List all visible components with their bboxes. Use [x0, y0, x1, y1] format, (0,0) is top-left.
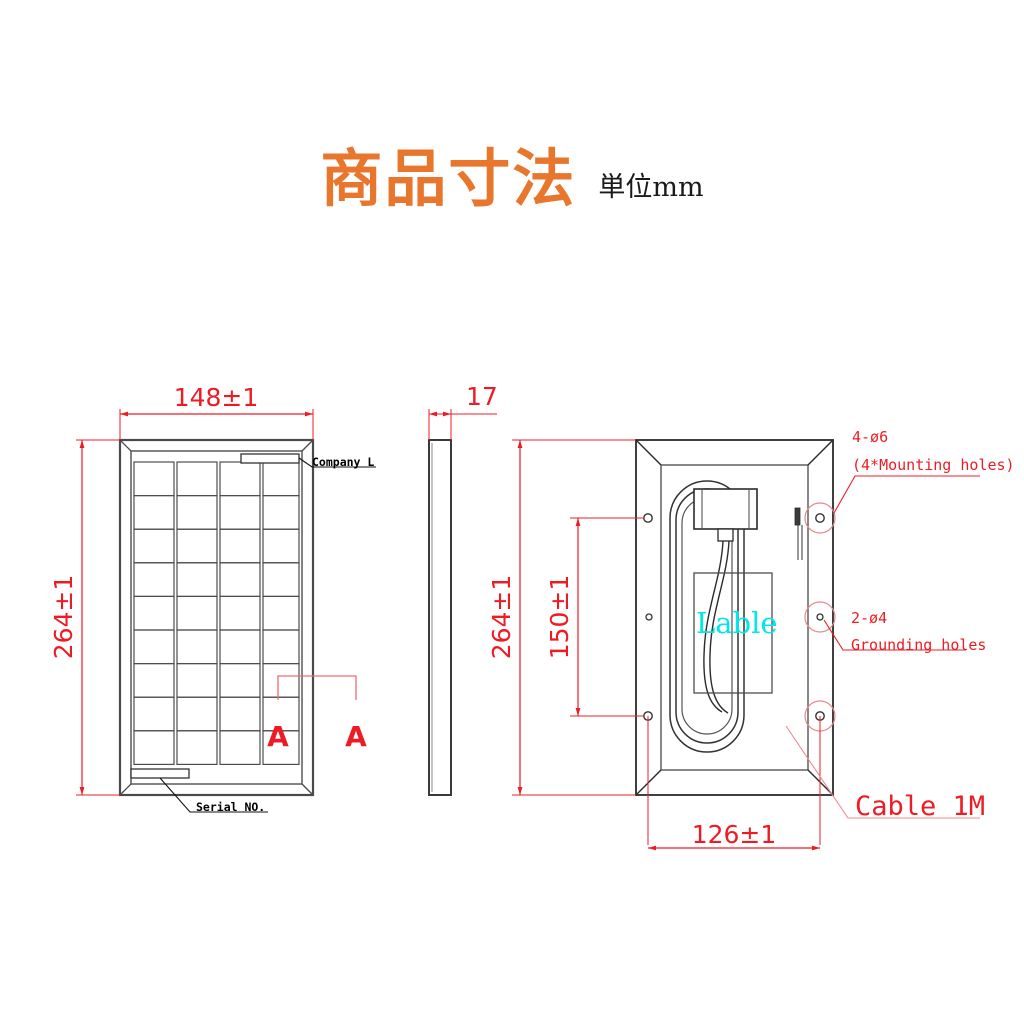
- mounting-hole-callout-circle: [804, 502, 836, 534]
- cable-note-text: Cable 1M: [855, 791, 985, 822]
- cable-run: [703, 540, 730, 714]
- solar-cell: [219, 461, 261, 497]
- grounding-holes-note-line1: 2-ø4: [851, 609, 887, 627]
- serial-no-sticker: [130, 768, 190, 779]
- solar-cell: [219, 528, 261, 564]
- solar-cell: [262, 461, 300, 497]
- back-view: Lable: [487, 428, 1015, 851]
- dimension-front-width: 148±1: [119, 383, 314, 440]
- side-view: 17: [428, 382, 498, 796]
- mounting-holes-note: 4-ø6 (4*Mounting holes): [833, 428, 1015, 514]
- solar-cell: [219, 562, 261, 597]
- company-label-sticker: [240, 453, 300, 464]
- miter-corner-br: [301, 783, 314, 796]
- solar-cell: [262, 629, 300, 665]
- solar-cell: [133, 528, 175, 564]
- solar-cell: [133, 730, 175, 765]
- solar-cell: [133, 495, 175, 530]
- company-label-leader: [298, 457, 376, 468]
- mounting-hole: [643, 513, 653, 523]
- cable-note-leader: [785, 725, 980, 819]
- label-text: Lable: [696, 606, 778, 640]
- dimension-back-hole-span-horizontal: 126±1: [647, 716, 821, 851]
- solar-cell: [219, 629, 261, 665]
- section-mark-left: A: [267, 720, 289, 753]
- solar-cell: [176, 461, 218, 497]
- solar-cell: [133, 696, 175, 732]
- company-label-text: Company L: [312, 455, 374, 469]
- dimension-front-width-text: 148±1: [174, 383, 259, 412]
- serial-no-text: Serial NO.: [196, 800, 265, 814]
- solar-cell: [133, 562, 175, 597]
- solar-cell: [219, 595, 261, 631]
- solar-cell: [176, 696, 218, 732]
- mounting-holes-note-line1: 4-ø6: [852, 428, 888, 446]
- miter-corner-tl: [119, 439, 132, 452]
- grounding-holes-note-leader: [823, 619, 966, 651]
- grounding-holes-note: 2-ø4 Grounding holes: [823, 609, 986, 654]
- side-profile-outline: [428, 439, 452, 796]
- solar-cell: [262, 562, 300, 597]
- solar-cell: [176, 595, 218, 631]
- dimension-back-height-text: 264±1: [487, 575, 516, 660]
- cable-clamp: [794, 507, 803, 560]
- solar-cell: [262, 595, 300, 631]
- section-marks: A A: [267, 675, 367, 753]
- grounding-hole: [645, 613, 653, 621]
- dimension-side-thickness: 17: [428, 382, 498, 440]
- solar-cell: [176, 562, 218, 597]
- solar-cell: [262, 662, 300, 698]
- front-panel-outer-frame: [118, 438, 315, 797]
- junction-box-gland: [717, 528, 734, 542]
- solar-cell: [133, 662, 175, 698]
- title-unit-note: 単位mm: [598, 172, 704, 203]
- solar-cell: [262, 730, 300, 765]
- dimension-back-hole-span-vertical-text: 150±1: [545, 575, 574, 660]
- front-panel-inner-frame: [130, 450, 303, 785]
- solar-cell: [133, 595, 175, 631]
- dimension-back-height: 264±1: [487, 439, 636, 796]
- solar-cell: [176, 495, 218, 530]
- grounding-hole-callout-circle: [804, 601, 836, 633]
- back-miter-corner-tr: [807, 439, 834, 466]
- dimension-side-thickness-text: 17: [466, 382, 498, 411]
- grounding-holes-note-line2: Grounding holes: [851, 636, 986, 654]
- mounting-hole: [815, 513, 825, 523]
- mounting-holes-note-leader: [833, 475, 980, 514]
- cable-note: Cable 1M: [785, 725, 985, 822]
- solar-cell: [219, 696, 261, 732]
- solar-cell: [176, 629, 218, 665]
- grounding-hole: [816, 613, 824, 621]
- dimension-front-height: 264±1: [49, 439, 120, 796]
- miter-corner-tr: [301, 439, 314, 452]
- solar-cell: [262, 528, 300, 564]
- back-miter-corner-tl: [635, 439, 662, 466]
- solar-cell: [262, 495, 300, 530]
- solar-cell: [133, 461, 175, 497]
- front-view: Company L Serial NO. 148±1 26: [49, 383, 376, 814]
- back-panel-inner-frame: [660, 464, 809, 771]
- junction-box: [693, 488, 758, 542]
- solar-cell: [133, 629, 175, 665]
- solar-cell: [176, 730, 218, 765]
- section-mark-right: A: [345, 720, 367, 753]
- solar-cell: [176, 528, 218, 564]
- dimension-front-height-text: 264±1: [49, 575, 78, 660]
- solar-cell-grid: [133, 461, 300, 765]
- page-title: 商品寸法: [320, 142, 577, 215]
- serial-no-leader: [159, 777, 268, 813]
- mounting-holes-note-line2: (4*Mounting holes): [852, 456, 1015, 474]
- dimension-back-hole-span-horizontal-text: 126±1: [692, 820, 777, 849]
- solar-cell: [219, 662, 261, 698]
- solar-cell: [219, 730, 261, 765]
- miter-corner-bl: [119, 783, 132, 796]
- label-rectangle: [693, 572, 773, 694]
- title-block: 商品寸法単位mm: [0, 128, 1024, 218]
- solar-cell: [219, 495, 261, 530]
- solar-cell: [176, 662, 218, 698]
- grounding-holes: [645, 601, 836, 633]
- back-panel-outer-frame: [635, 439, 834, 796]
- dimension-back-hole-span-vertical: 150±1: [545, 517, 644, 717]
